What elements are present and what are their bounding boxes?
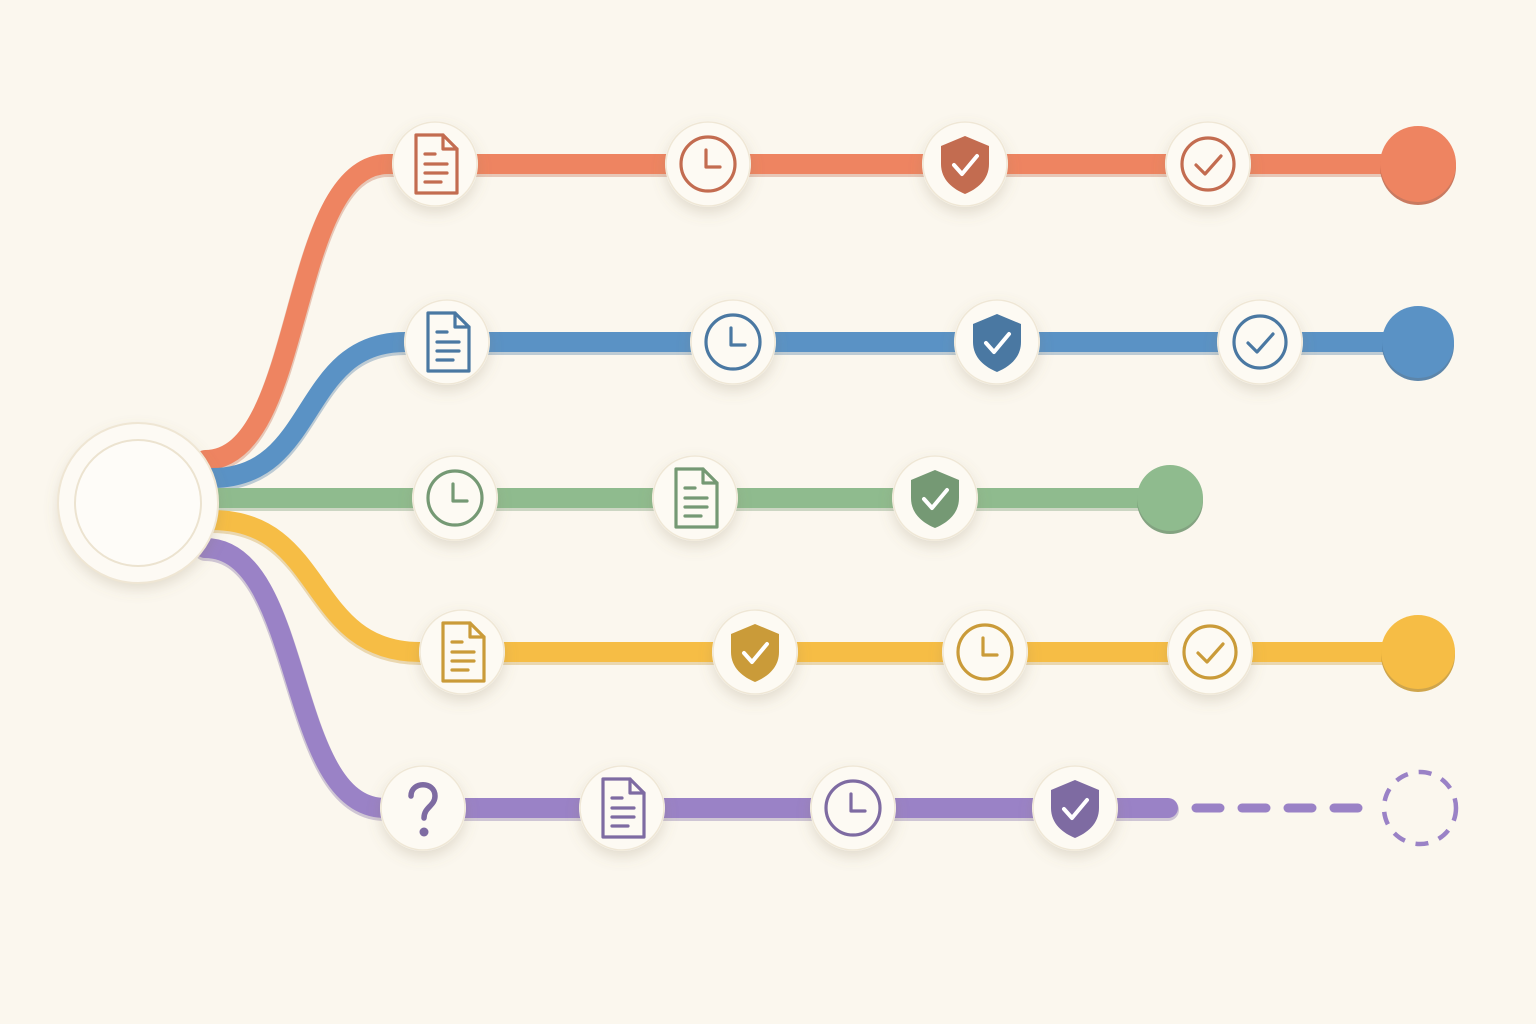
step-node: [380, 765, 466, 851]
end-node: [1137, 465, 1203, 531]
step-node: [690, 299, 776, 385]
lane-track: [202, 332, 1428, 488]
document-icon: [441, 621, 486, 683]
lane-track: [202, 510, 1428, 662]
shield-check-icon: [731, 624, 779, 682]
step-badge-ring: [1032, 765, 1118, 851]
step-badge: [665, 121, 751, 207]
step-node: [419, 609, 505, 695]
hub-outer-border: [57, 422, 219, 584]
hub-layer: [57, 422, 219, 584]
step-node: [1165, 121, 1251, 207]
step-node: [665, 121, 751, 207]
step-node: [652, 455, 738, 541]
step-badge-ring: [1217, 299, 1303, 385]
step-badge: [1167, 609, 1253, 695]
step-node: [712, 609, 798, 695]
step-node: [942, 609, 1028, 695]
end-node: [1380, 126, 1456, 202]
step-node: [892, 455, 978, 541]
shield-check-icon: [1051, 780, 1099, 838]
lane-track: [195, 538, 1178, 818]
track-shadow: [194, 539, 1179, 821]
step-node: [404, 299, 490, 385]
question-icon: [408, 782, 438, 837]
lane-5: [194, 538, 1459, 851]
shield-check-icon: [911, 470, 959, 528]
step-badge: [412, 455, 498, 541]
step-badge: [690, 299, 776, 385]
step-badge-ring: [392, 121, 478, 207]
document-icon: [601, 777, 646, 839]
shield-check-icon: [973, 314, 1021, 372]
step-badge-ring: [810, 765, 896, 851]
step-node: [412, 455, 498, 541]
step-badge: [1217, 299, 1303, 385]
step-badge-ring: [690, 299, 776, 385]
step-badge-ring: [404, 299, 490, 385]
step-badge-ring: [922, 121, 1008, 207]
step-badge-ring: [892, 455, 978, 541]
step-badge-ring: [579, 765, 665, 851]
end-node: [1381, 615, 1455, 689]
end-node: [1382, 306, 1454, 378]
check-circle-icon: [1232, 314, 1288, 370]
shield-check-icon: [941, 136, 989, 194]
clock-icon: [956, 623, 1014, 681]
step-badge-ring: [652, 455, 738, 541]
clock-icon: [426, 469, 484, 527]
step-badge: [942, 609, 1028, 695]
document-icon: [674, 467, 719, 529]
step-node: [954, 299, 1040, 385]
step-badge-ring: [419, 609, 505, 695]
step-badge-ring: [412, 455, 498, 541]
document-icon: [414, 133, 459, 195]
step-badge-ring: [1165, 121, 1251, 207]
step-badge: [1165, 121, 1251, 207]
lane-1: [194, 121, 1456, 473]
lane-layer: [194, 121, 1459, 851]
step-badge: [380, 765, 466, 851]
step-badge-ring: [380, 765, 466, 851]
check-circle-icon: [1182, 624, 1238, 680]
lane-2: [201, 299, 1454, 491]
check-circle-icon: [1180, 136, 1236, 192]
lane-4: [201, 510, 1455, 695]
step-badge-ring: [665, 121, 751, 207]
step-badge-ring: [712, 609, 798, 695]
clock-icon: [679, 135, 737, 193]
hub-inner-disc: [74, 439, 202, 567]
lane-3: [204, 455, 1203, 541]
clock-icon: [704, 313, 762, 371]
clock-icon: [824, 779, 882, 837]
lane-track: [195, 154, 1428, 470]
hub-node: [57, 422, 219, 584]
step-node: [1167, 609, 1253, 695]
step-node: [579, 765, 665, 851]
step-node: [922, 121, 1008, 207]
document-icon: [426, 311, 471, 373]
step-badge-ring: [954, 299, 1040, 385]
step-node: [392, 121, 478, 207]
pending-end-node: [1381, 769, 1459, 847]
step-node: [1032, 765, 1118, 851]
step-badge: [810, 765, 896, 851]
step-node: [1217, 299, 1303, 385]
step-node: [810, 765, 896, 851]
step-badge-ring: [1167, 609, 1253, 695]
step-badge-ring: [942, 609, 1028, 695]
